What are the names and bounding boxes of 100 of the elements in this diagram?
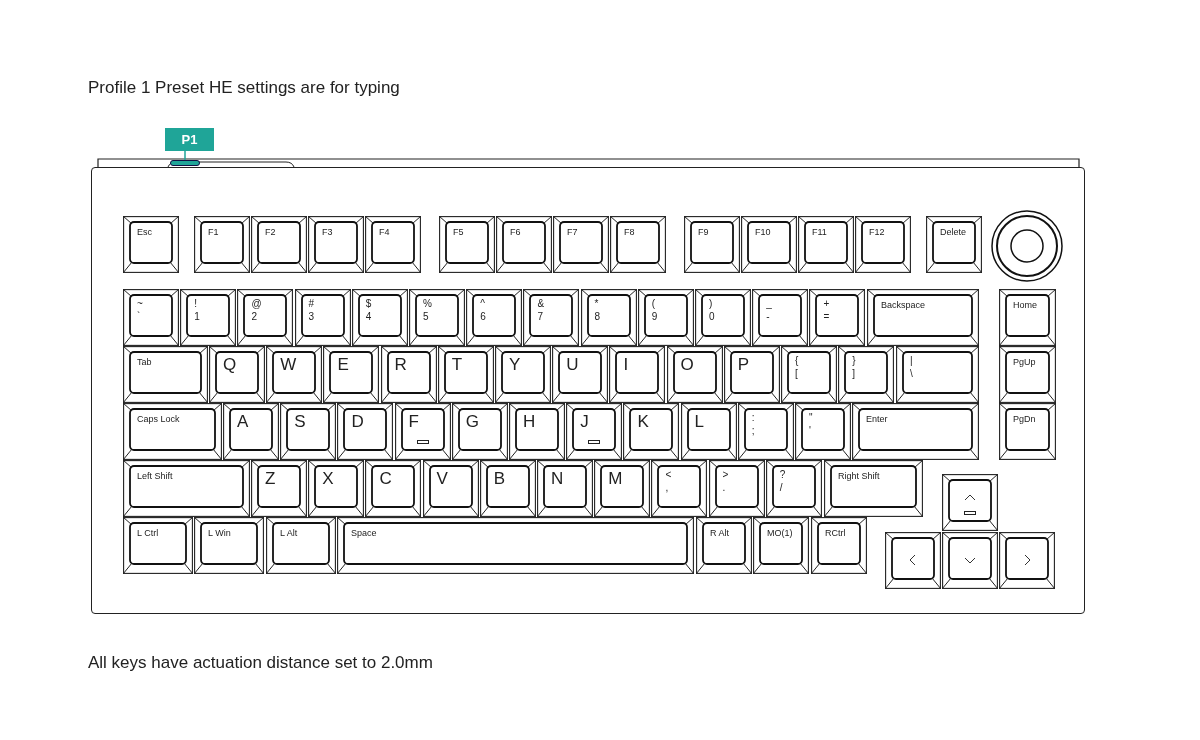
keycap bbox=[466, 289, 523, 346]
keycap bbox=[266, 517, 336, 574]
key-legend: ; bbox=[751, 426, 755, 436]
key-legend: @ bbox=[251, 299, 262, 309]
key-legend: ^ bbox=[480, 299, 485, 309]
key-legend: U bbox=[566, 356, 579, 373]
key-legend: > bbox=[722, 470, 729, 480]
key-legend: Right Shift bbox=[838, 472, 880, 481]
key-legend: < bbox=[665, 470, 672, 480]
keycap bbox=[999, 532, 1055, 589]
key-legend: L Alt bbox=[280, 529, 298, 538]
profile-switch bbox=[170, 160, 200, 166]
key-legend: MO(1) bbox=[767, 529, 793, 538]
key-legend: F4 bbox=[379, 228, 390, 237]
key-legend: - bbox=[766, 312, 770, 322]
keycap bbox=[610, 216, 666, 273]
keycap bbox=[651, 460, 708, 517]
keycap bbox=[237, 289, 294, 346]
keycap bbox=[280, 403, 337, 460]
key-legend: F5 bbox=[453, 228, 464, 237]
keycap bbox=[838, 346, 895, 403]
keycap bbox=[123, 346, 208, 403]
key-legend: L bbox=[694, 413, 705, 430]
key-legend: R Alt bbox=[710, 529, 729, 538]
keycap bbox=[509, 403, 565, 460]
keycap bbox=[852, 403, 979, 460]
key-legend: Z bbox=[265, 470, 276, 487]
key-legend: C bbox=[379, 470, 392, 487]
key-legend: = bbox=[823, 312, 830, 322]
keycap bbox=[926, 216, 982, 273]
keycap bbox=[765, 460, 822, 517]
keycap bbox=[741, 216, 797, 273]
key-legend: + bbox=[823, 299, 830, 309]
key-legend: . bbox=[722, 483, 726, 493]
key-legend: B bbox=[493, 470, 506, 487]
key-legend: A bbox=[237, 413, 249, 430]
keycap bbox=[609, 346, 666, 403]
key-legend: I bbox=[623, 356, 629, 373]
title-text: Profile 1 Preset HE settings are for typing bbox=[88, 78, 400, 98]
keycap bbox=[752, 289, 809, 346]
key-legend: L Ctrl bbox=[137, 529, 159, 538]
key-legend: } bbox=[852, 356, 856, 366]
key-legend: { bbox=[795, 356, 799, 366]
key-legend: ( bbox=[651, 299, 656, 309]
key-legend: _ bbox=[766, 299, 772, 309]
key-legend: N bbox=[551, 470, 564, 487]
keycap bbox=[308, 460, 365, 517]
key-legend: : bbox=[751, 413, 755, 423]
keycap bbox=[123, 403, 222, 460]
key-legend: Y bbox=[509, 356, 521, 373]
keycap bbox=[855, 216, 911, 273]
keycap bbox=[942, 532, 998, 589]
key-legend: 5 bbox=[423, 312, 429, 322]
keycap bbox=[123, 289, 179, 346]
key-legend: X bbox=[322, 470, 334, 487]
key-legend: Home bbox=[1013, 301, 1037, 310]
keycap bbox=[684, 216, 740, 273]
key-legend: H bbox=[523, 413, 536, 430]
key-legend: F2 bbox=[265, 228, 276, 237]
keycap bbox=[223, 403, 279, 460]
key-legend: 8 bbox=[594, 312, 601, 322]
key-legend: F12 bbox=[869, 228, 885, 237]
key-legend: 9 bbox=[651, 312, 658, 322]
key-legend: T bbox=[451, 356, 463, 373]
key-legend: F10 bbox=[755, 228, 771, 237]
keycap bbox=[337, 517, 694, 574]
keycap bbox=[409, 289, 465, 346]
key-legend: R bbox=[394, 356, 407, 373]
key-legend: | bbox=[910, 356, 913, 366]
key-legend: Esc bbox=[137, 228, 152, 237]
key-legend: M bbox=[608, 470, 623, 487]
keycap bbox=[637, 289, 694, 346]
key-legend: ] bbox=[852, 369, 855, 379]
key-legend: L Win bbox=[208, 529, 231, 538]
keycap bbox=[437, 346, 494, 403]
keycap bbox=[194, 216, 250, 273]
key-legend: ` bbox=[137, 312, 141, 322]
key-legend: / bbox=[779, 483, 783, 493]
keycap bbox=[824, 460, 923, 517]
key-legend: 7 bbox=[537, 312, 543, 322]
key-legend: Caps Lock bbox=[137, 415, 180, 424]
keycap bbox=[708, 460, 765, 517]
keycap bbox=[523, 289, 580, 346]
keycap bbox=[737, 403, 794, 460]
key-legend: F8 bbox=[624, 228, 635, 237]
key-legend: F bbox=[408, 413, 419, 430]
keycap bbox=[496, 216, 552, 273]
keycap bbox=[365, 216, 421, 273]
keycap bbox=[194, 517, 264, 574]
keycap bbox=[580, 289, 637, 346]
key-legend: ! bbox=[194, 299, 197, 309]
key-legend: ) bbox=[709, 299, 713, 309]
keycap bbox=[294, 289, 351, 346]
keycap bbox=[999, 289, 1056, 346]
key-legend: P bbox=[737, 356, 750, 373]
key-legend: O bbox=[680, 356, 694, 373]
keycap bbox=[422, 460, 479, 517]
key-legend: J bbox=[580, 413, 589, 430]
key-legend: 3 bbox=[308, 312, 315, 322]
keycap bbox=[753, 517, 809, 574]
